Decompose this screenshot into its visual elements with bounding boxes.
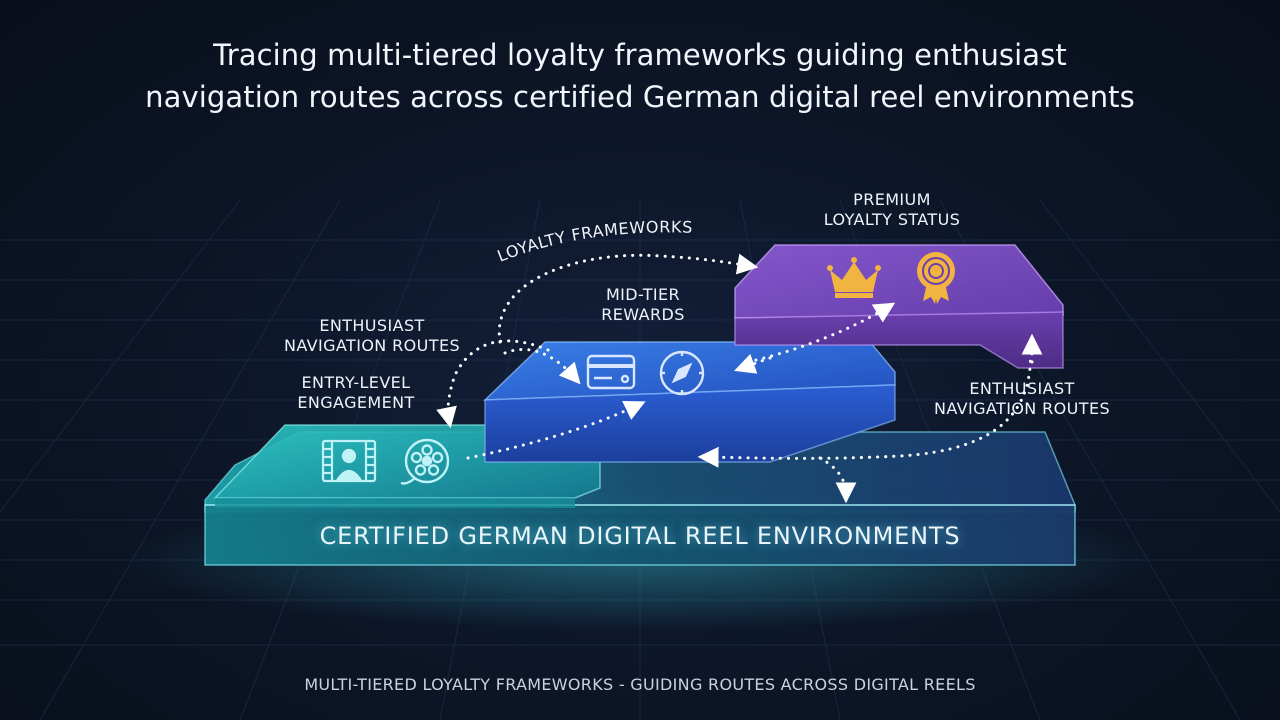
route-into-mid bbox=[503, 348, 581, 385]
enthusiast-left-line-2: NAVIGATION ROUTES bbox=[283, 336, 461, 355]
loyalty-frameworks-label: LOYALTY FRAMEWORKS bbox=[495, 217, 693, 265]
footer-caption: MULTI-TIERED LOYALTY FRAMEWORKS - GUIDIN… bbox=[304, 675, 976, 694]
award-medal-icon bbox=[917, 252, 955, 304]
crown-icon bbox=[827, 257, 881, 298]
premium-label-line-2: LOYALTY STATUS bbox=[823, 210, 961, 229]
route-premium-to-mid bbox=[734, 353, 772, 374]
enthusiast-routes-right-label: ENTHUSIAST NAVIGATION ROUTES bbox=[916, 379, 1128, 419]
mid-label-line-1: MID-TIER bbox=[605, 285, 681, 304]
compass-icon bbox=[659, 350, 705, 396]
enthusiast-right-line-1: ENTHUSIAST bbox=[969, 379, 1075, 398]
premium-label-line-1: PREMIUM bbox=[853, 190, 931, 209]
enthusiast-left-line-1: ENTHUSIAST bbox=[319, 316, 425, 335]
entry-label-line-2: ENGAGEMENT bbox=[297, 393, 415, 412]
premium-tier-platform bbox=[734, 244, 1064, 369]
mid-tier-label: MID-TIER REWARDS bbox=[578, 285, 708, 325]
film-reel-icon bbox=[400, 438, 450, 485]
route-lines bbox=[436, 253, 1043, 504]
enthusiast-right-line-2: NAVIGATION ROUTES bbox=[933, 399, 1111, 418]
svg-text:LOYALTY FRAMEWORKS: LOYALTY FRAMEWORKS bbox=[495, 217, 694, 265]
base-tier-label: CERTIFIED GERMAN DIGITAL REEL ENVIRONMEN… bbox=[319, 522, 961, 550]
film-user-icon bbox=[321, 439, 377, 483]
title-line-1: Tracing multi-tiered loyalty frameworks … bbox=[213, 38, 1067, 72]
entry-tier-label: ENTRY-LEVEL ENGAGEMENT bbox=[272, 373, 440, 413]
title-line-2: navigation routes across certified Germa… bbox=[145, 80, 1135, 114]
entry-label-line-1: ENTRY-LEVEL bbox=[301, 373, 411, 392]
card-icon bbox=[586, 354, 636, 390]
enthusiast-routes-left-label: ENTHUSIAST NAVIGATION ROUTES bbox=[266, 316, 478, 356]
mid-label-line-2: REWARDS bbox=[601, 305, 685, 324]
page-title: Tracing multi-tiered loyalty frameworks … bbox=[0, 34, 1280, 118]
premium-tier-label: PREMIUM LOYALTY STATUS bbox=[812, 190, 972, 230]
